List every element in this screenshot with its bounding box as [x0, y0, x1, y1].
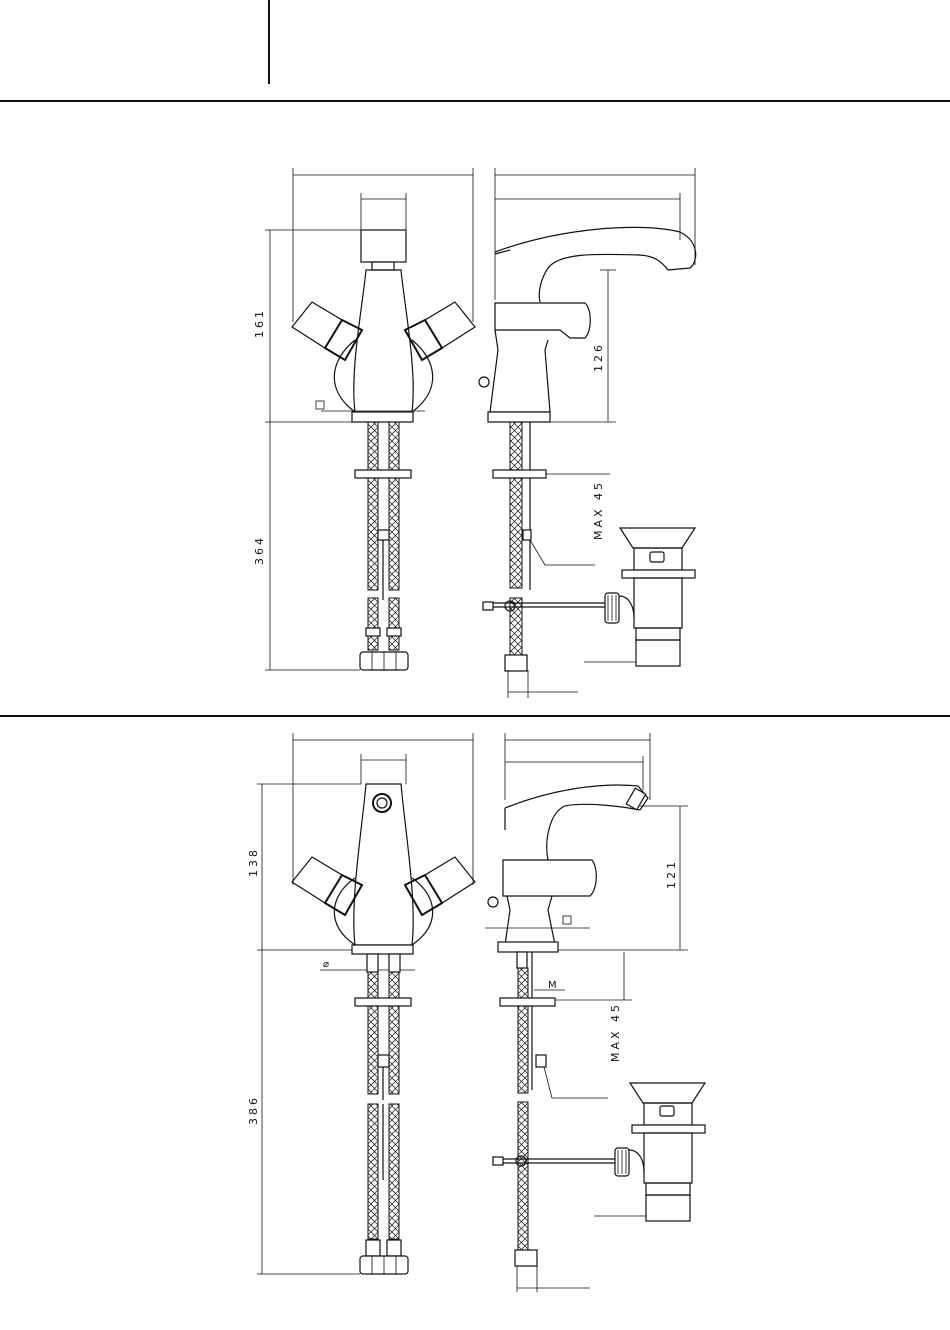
- bottom-front-view: 138 ⌀ 386: [247, 733, 475, 1274]
- diameter-symbol: ⌀: [323, 959, 329, 970]
- dim-spout-top: 126: [592, 342, 605, 372]
- dim-spout-bottom: 121: [665, 859, 678, 889]
- dim-hose-bottom: 386: [247, 1095, 260, 1125]
- dim-hose-top: 364: [253, 535, 266, 565]
- bottom-side-view: 121 MAX 45 M: [485, 733, 688, 1292]
- bottom-waste-drain: [594, 1083, 705, 1221]
- top-side-view: 126 MAX 45: [479, 168, 696, 698]
- dim-max-top: MAX 45: [592, 480, 605, 540]
- dim-height-bottom: 138: [247, 847, 260, 877]
- title-block: [0, 0, 950, 101]
- dim-height-top: 161: [253, 308, 266, 338]
- dim-max-bottom: MAX 45: [609, 1002, 622, 1062]
- top-waste-drain: [584, 528, 695, 666]
- top-front-view: 161 364: [253, 168, 475, 670]
- thread-label: M: [548, 980, 557, 991]
